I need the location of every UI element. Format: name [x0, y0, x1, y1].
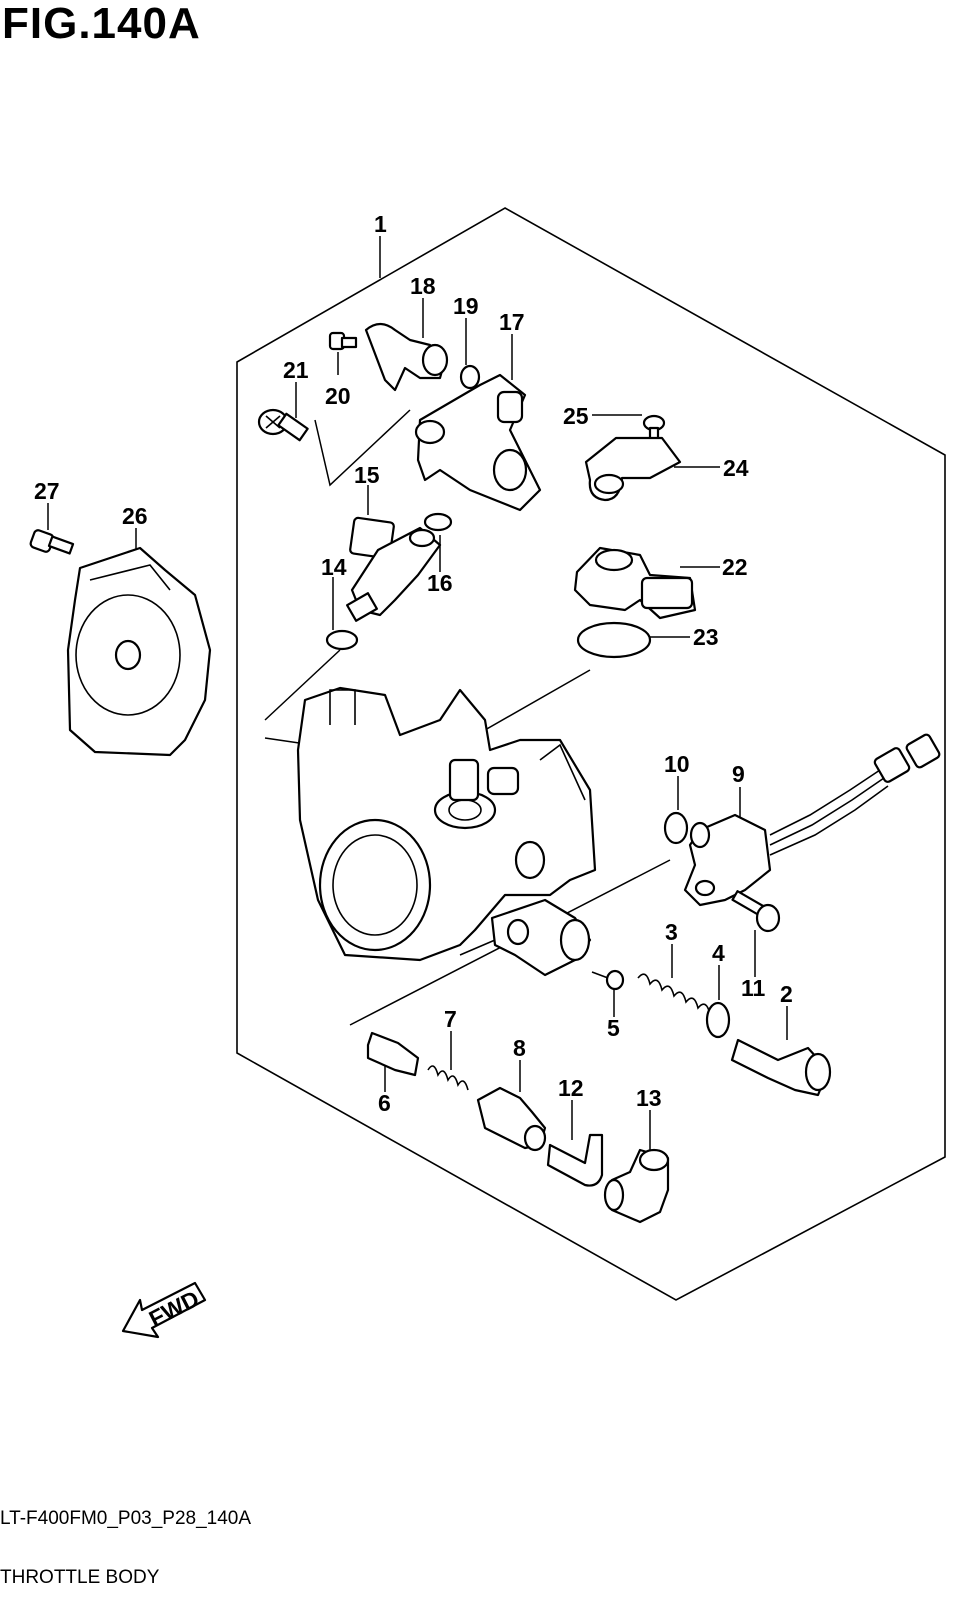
- part-5-screw: [591, 969, 625, 991]
- part-3-spring: [637, 973, 711, 1015]
- part-24-plate: [584, 436, 682, 502]
- callout-24: 24: [723, 455, 749, 481]
- callout-15: 15: [354, 462, 380, 488]
- fwd-arrow-icon: FWD: [121, 1281, 207, 1339]
- part-13-elbow-hose: [603, 1148, 670, 1224]
- part-22-sensor: [573, 546, 697, 620]
- part-26-cover: [66, 546, 212, 757]
- callout-25: 25: [563, 403, 589, 429]
- figure-code: LT-F400FM0_P03_P28_140A: [0, 1508, 252, 1529]
- callout-27: 27: [34, 478, 60, 504]
- callout-8: 8: [513, 1035, 526, 1061]
- callout-9: 9: [732, 761, 745, 787]
- part-16-o-ring: [423, 512, 453, 532]
- part-23-o-ring: [576, 621, 652, 659]
- figure-title: FIG.140A: [2, 0, 201, 48]
- throttle-body-main: [296, 686, 597, 962]
- part-20-screw: [328, 331, 358, 351]
- part-19-o-ring: [459, 364, 481, 390]
- callout-26: 26: [122, 503, 148, 529]
- idle-valve-housing: [490, 898, 592, 977]
- callout-2: 2: [780, 981, 793, 1007]
- callout-20: 20: [325, 383, 351, 409]
- callout-22: 22: [722, 554, 748, 580]
- part-10-o-ring: [663, 811, 689, 845]
- part-9-throttle-position-sensor: [683, 733, 941, 907]
- callout-4: 4: [712, 940, 725, 966]
- assembly-boundary: [236, 207, 946, 1301]
- part-27-screw: [29, 529, 75, 555]
- part-21-screw: [257, 408, 309, 442]
- part-17-bracket: [414, 373, 542, 512]
- callout-14: 14: [321, 554, 347, 580]
- fwd-label: FWD: [145, 1285, 203, 1332]
- part-14-o-ring: [325, 629, 359, 651]
- callout-10: 10: [664, 751, 690, 777]
- part-11-screw: [731, 890, 781, 933]
- callout-18: 18: [410, 273, 436, 299]
- callout-13: 13: [636, 1085, 662, 1111]
- figure-name: THROTTLE BODY: [0, 1567, 160, 1588]
- callout-21: 21: [283, 357, 309, 383]
- part-8-plunger: [476, 1086, 547, 1152]
- callout-6: 6: [378, 1090, 391, 1116]
- callout-19: 19: [453, 293, 479, 319]
- part-18-fuel-pipe: [364, 322, 449, 392]
- callout-5: 5: [607, 1015, 620, 1041]
- callout-3: 3: [665, 919, 678, 945]
- callout-12: 12: [558, 1075, 584, 1101]
- callout-7: 7: [444, 1006, 457, 1032]
- part-4-o-ring: [705, 1001, 731, 1039]
- callout-17: 17: [499, 309, 525, 335]
- callout-1: 1: [374, 211, 387, 237]
- part-15-fuel-injector: [346, 516, 442, 622]
- part-7-spring: [427, 1065, 469, 1091]
- callout-16: 16: [427, 570, 453, 596]
- callout-11: 11: [741, 975, 766, 1001]
- callout-labels: 1 2 3 4 5 6 7 8 9 10 11 12 13 14 15 16 1…: [34, 211, 793, 1116]
- part-2-adjust-screw: [730, 1038, 832, 1097]
- part-12-hose: [546, 1133, 604, 1187]
- callout-23: 23: [693, 624, 719, 650]
- part-6-valve: [366, 1031, 420, 1077]
